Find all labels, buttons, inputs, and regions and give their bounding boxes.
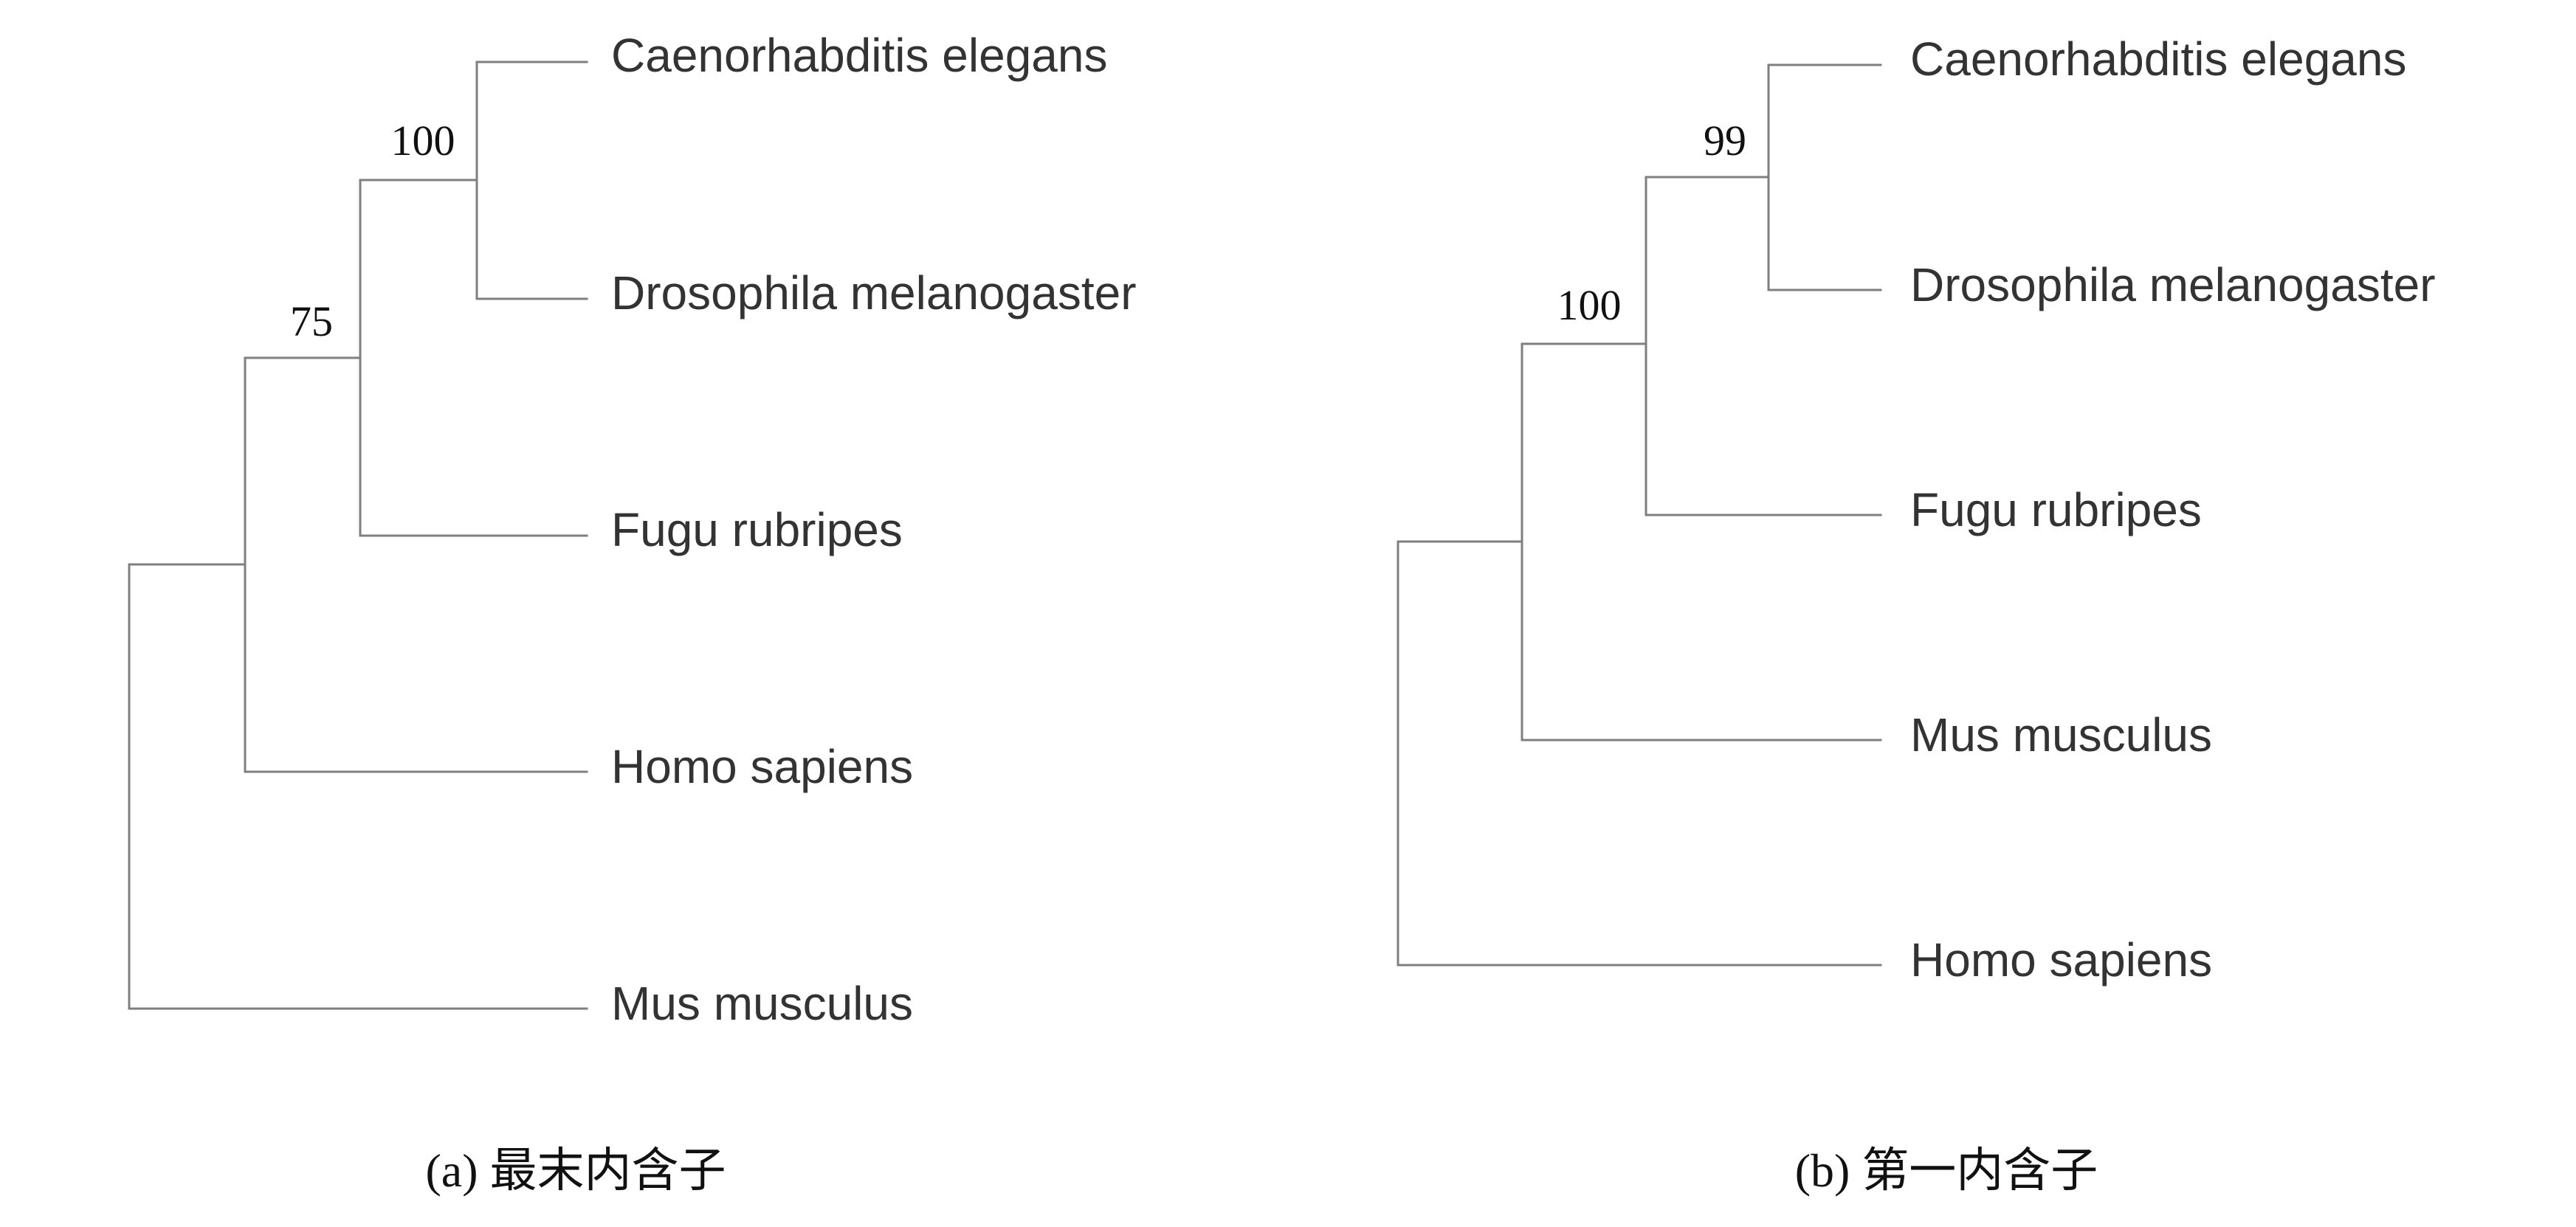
tree-b-taxon-label: Fugu rubripes [1910,483,2202,536]
tree-b-taxon-label: Drosophila melanogaster [1910,258,2436,311]
tree-a-taxon-label: Homo sapiens [611,740,913,793]
tree-a-support-node1: 100 [391,117,455,165]
tree-a-taxon-label: Fugu rubripes [611,503,903,556]
tree-b-support-node1: 99 [1704,117,1746,165]
tree-b-support-node2: 100 [1557,281,1622,329]
tree-a-caption: (a) 最末内含子 [425,1144,726,1197]
tree-b-taxon-label: Homo sapiens [1910,933,2212,986]
tree-b-taxon-label: Caenorhabditis elegans [1910,32,2406,86]
tree-a-taxon-label: Caenorhabditis elegans [611,29,1107,82]
tree-b: 99 100 Caenorhabditis elegans Drosophila… [1397,32,2436,1197]
tree-b-caption: (b) 第一内含子 [1795,1144,2098,1197]
tree-a: 100 75 Caenorhabditis elegans Drosophila… [128,29,1137,1197]
tree-a-taxon-label: Drosophila melanogaster [611,266,1137,319]
tree-b-taxon-label: Mus musculus [1910,708,2212,761]
tree-a-support-node2: 75 [290,297,333,345]
tree-a-taxon-label: Mus musculus [611,977,913,1030]
